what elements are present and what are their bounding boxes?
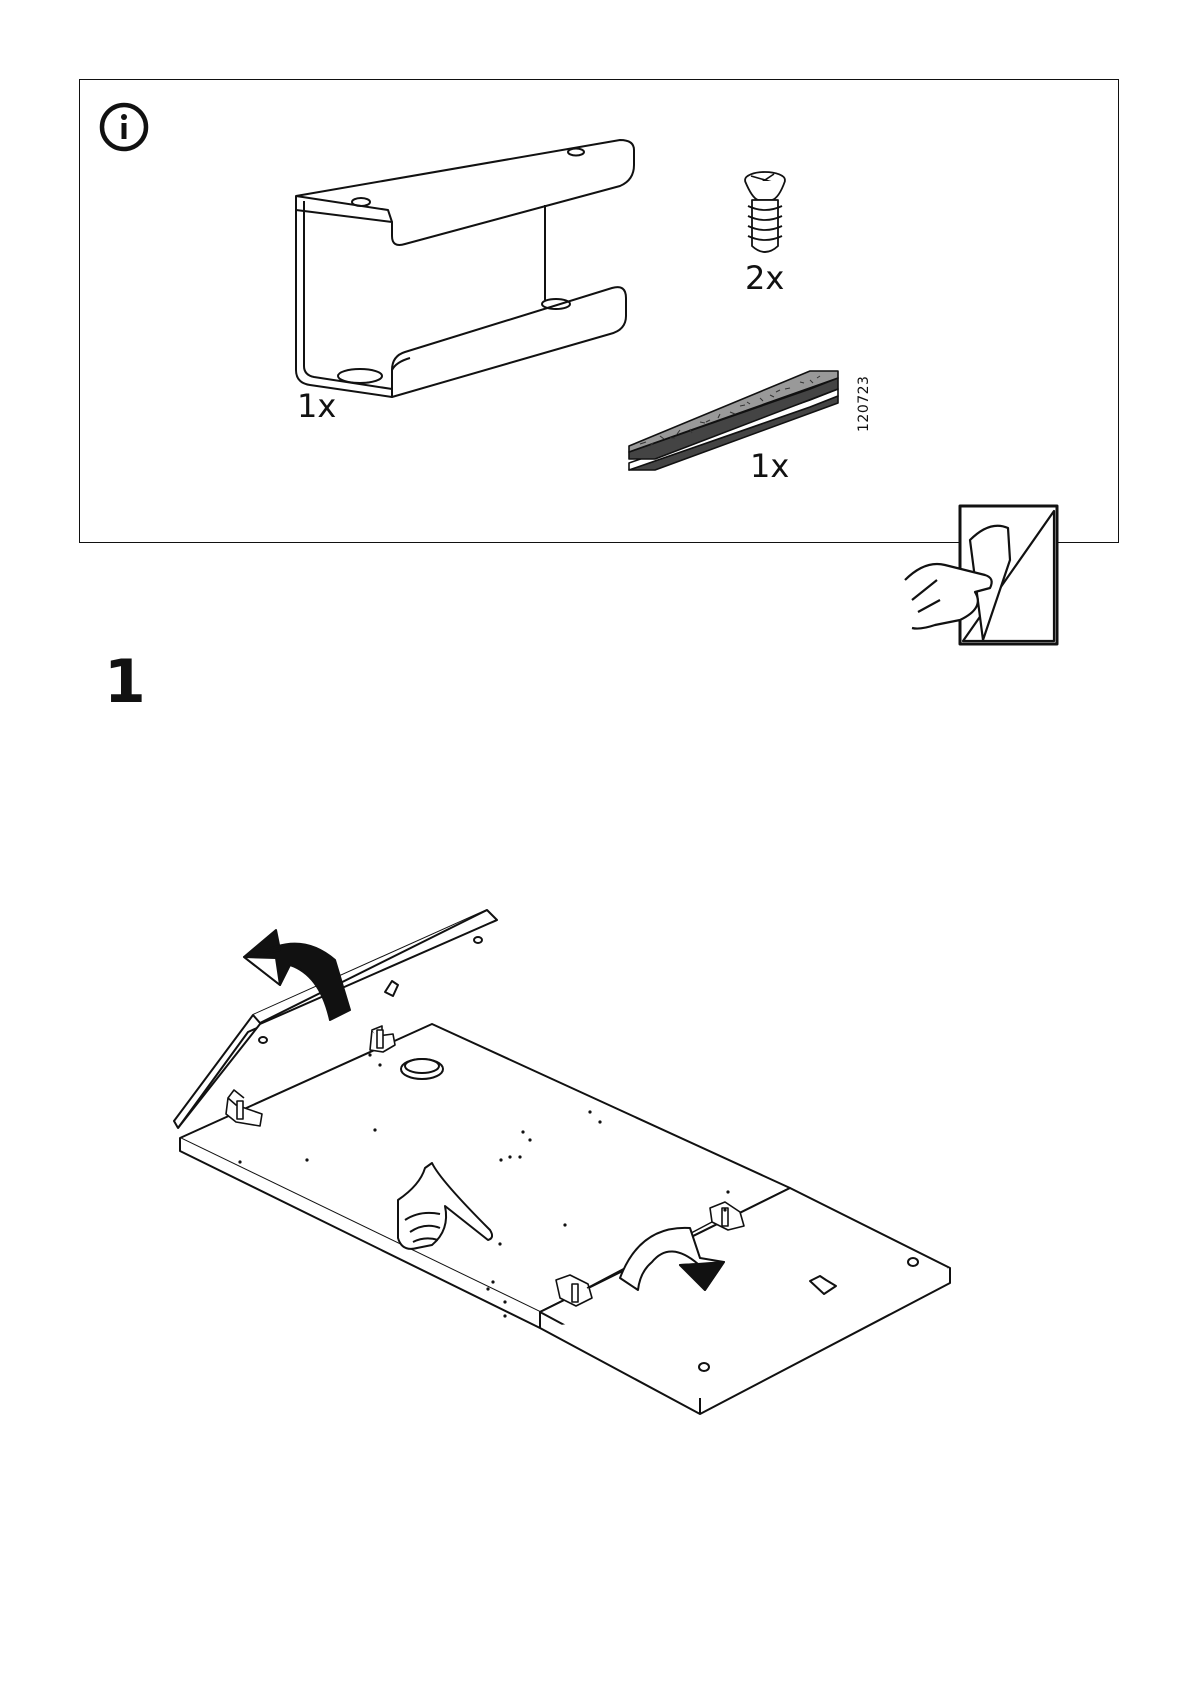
step-1-illustration [0, 0, 1191, 1684]
instruction-page: 1x 2x 120723 1x [0, 0, 1191, 1684]
